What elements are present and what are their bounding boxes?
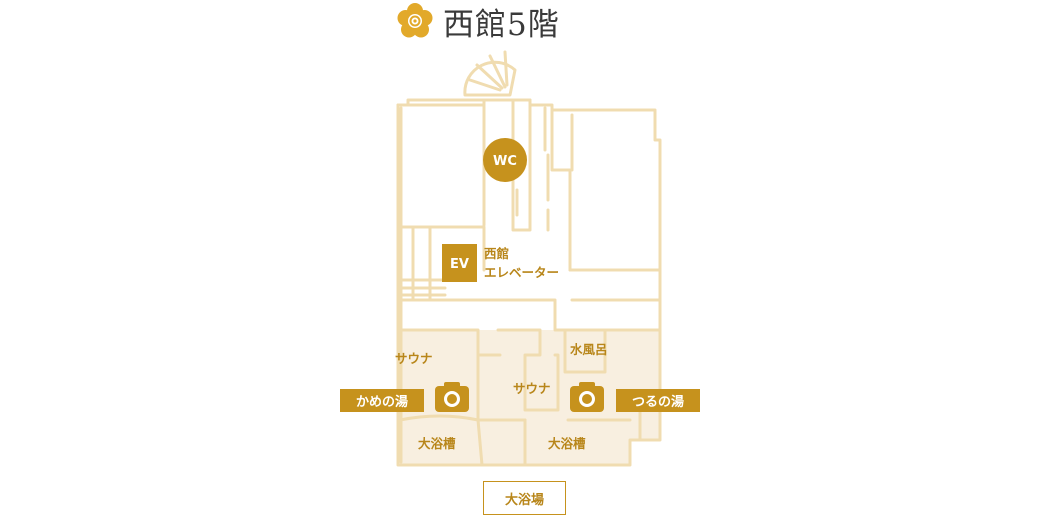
camera-icon[interactable]: [435, 382, 469, 412]
sauna-center-label: サウナ: [513, 381, 551, 396]
flower-crest-icon: [397, 3, 433, 38]
elevator-name-line1: 西館: [484, 246, 509, 261]
elevator-marker[interactable]: EV: [442, 244, 477, 282]
tsuru-no-yu-button[interactable]: つるの湯: [616, 389, 700, 412]
page-header: 西館5階: [397, 0, 560, 43]
wc-marker[interactable]: WC: [483, 138, 527, 182]
sauna-left-label: サウナ: [395, 351, 433, 366]
elevator-name-line2: エレベーター: [484, 265, 559, 280]
page-title: 西館5階: [443, 6, 560, 43]
cold-bath-label: 水風呂: [570, 342, 608, 357]
bathtub-right-label: 大浴槽: [548, 436, 586, 451]
kame-no-yu-button[interactable]: かめの湯: [340, 389, 424, 412]
ev-label: EV: [450, 257, 469, 272]
wc-label: WC: [493, 154, 517, 169]
bath-area: [398, 330, 660, 465]
bathtub-left-label: 大浴槽: [418, 436, 456, 451]
camera-icon[interactable]: [570, 382, 604, 412]
large-bath-legend[interactable]: 大浴場: [483, 481, 566, 515]
